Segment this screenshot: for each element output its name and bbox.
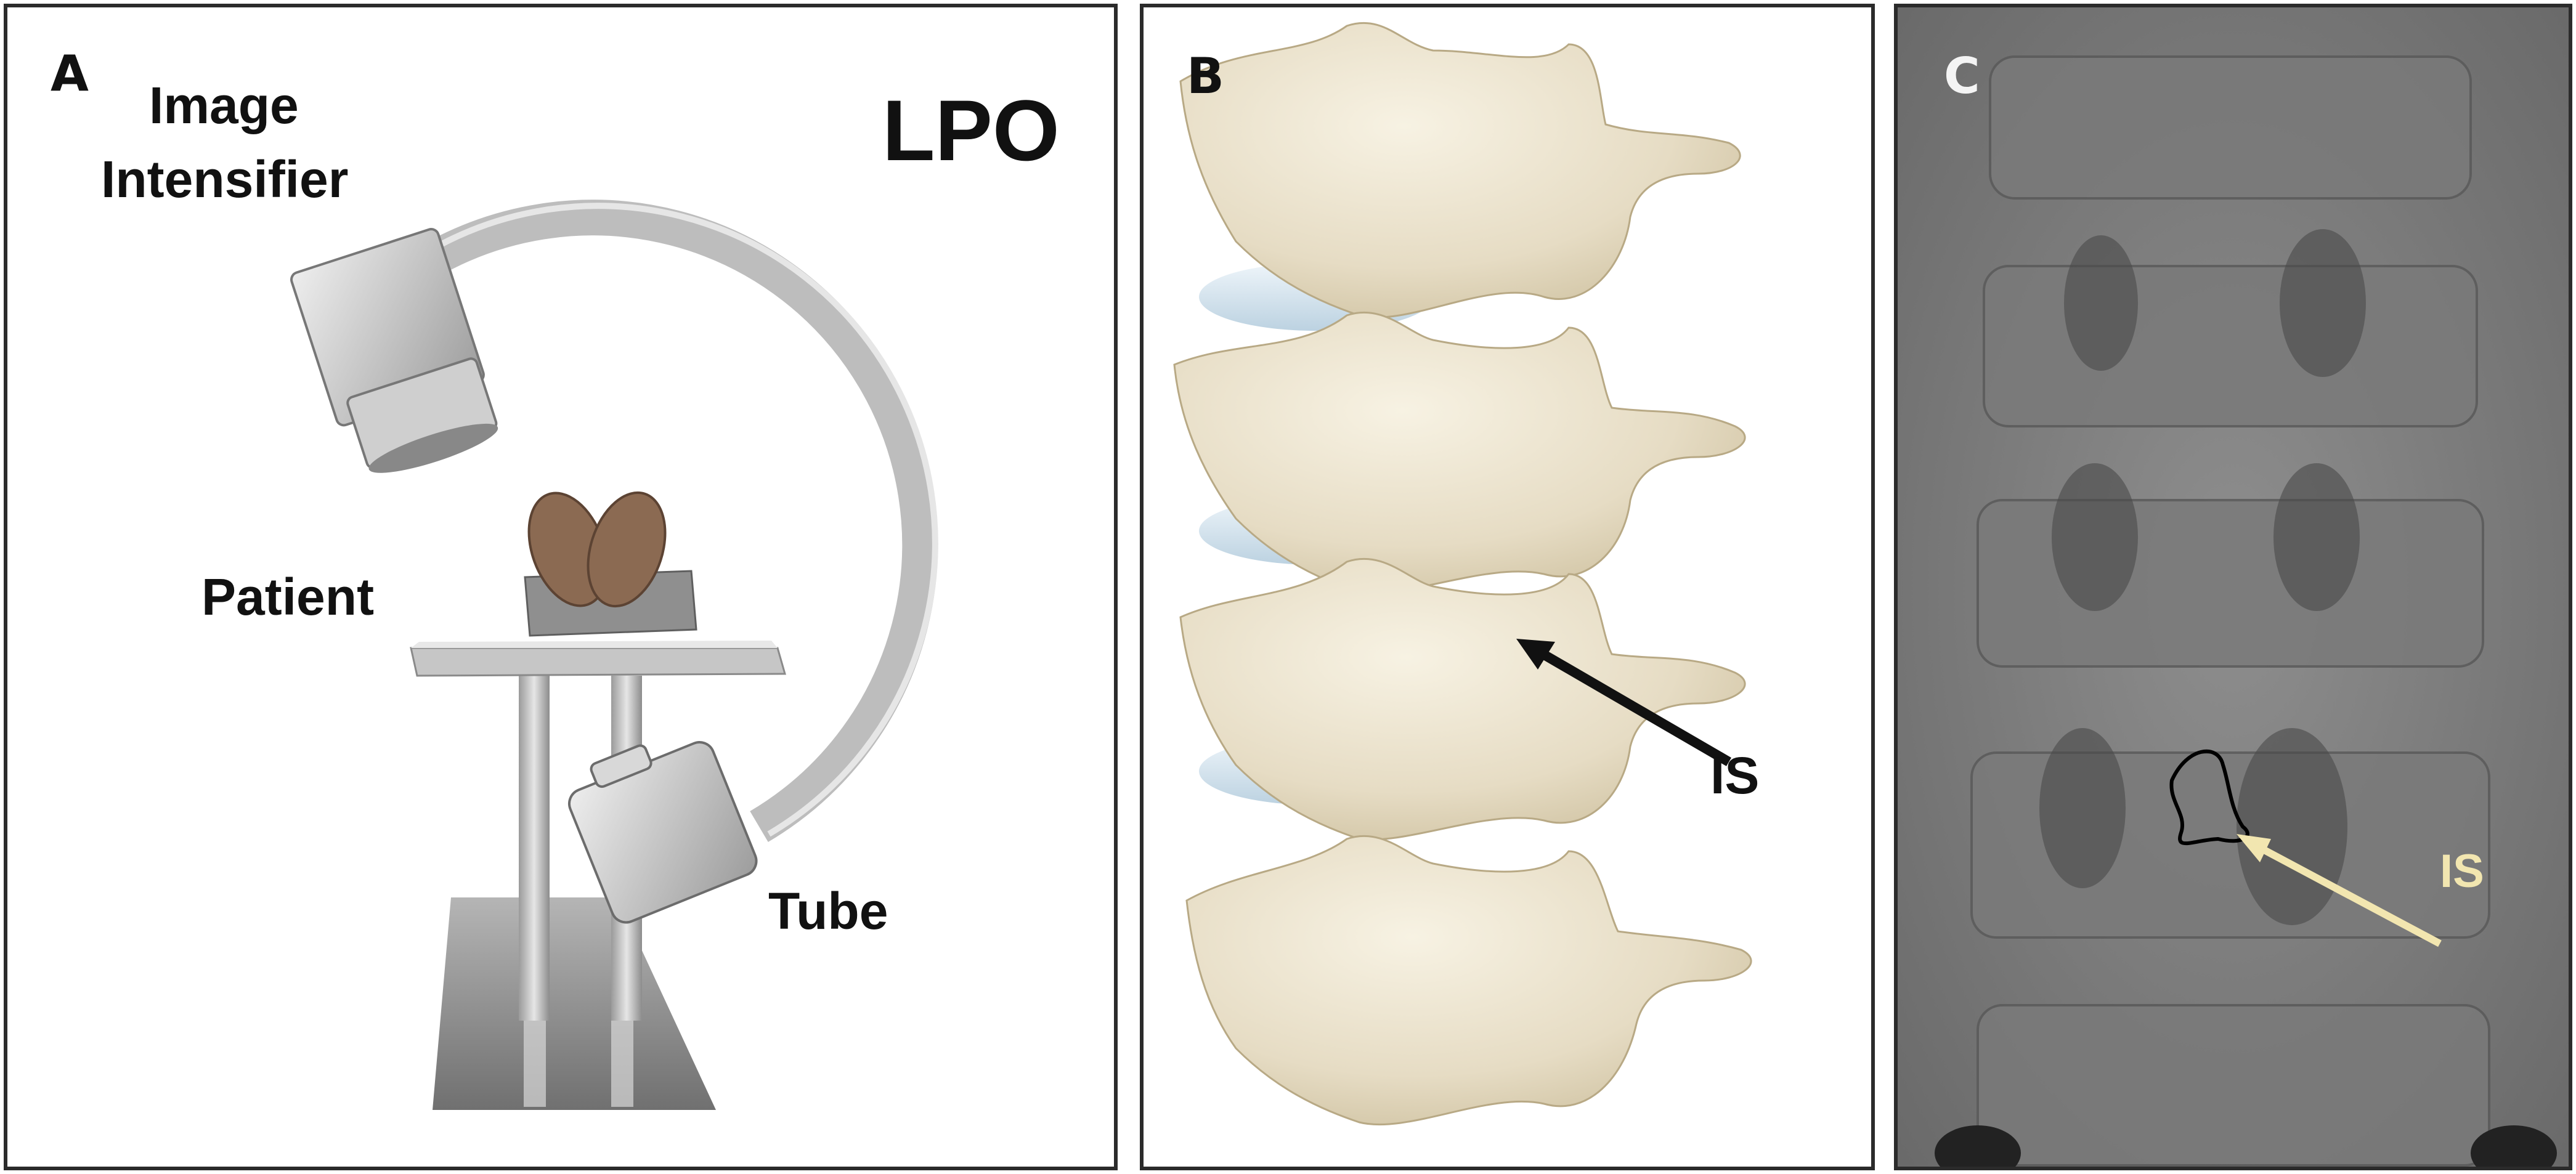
panel-b: B IS bbox=[1140, 4, 1875, 1170]
table-leg bbox=[519, 676, 550, 1021]
patient-feet bbox=[527, 491, 667, 608]
vertebral-body bbox=[1983, 265, 2478, 427]
label-tube: Tube bbox=[768, 882, 888, 940]
panel-a: A LPO Image Intensifier Patient Tube bbox=[4, 4, 1118, 1170]
label-is: IS bbox=[1710, 747, 1760, 804]
panel-letter: C bbox=[1944, 47, 1980, 105]
panel-c: C IS bbox=[1894, 4, 2572, 1170]
label-is: IS bbox=[2440, 845, 2484, 897]
c-arm-ring bbox=[417, 200, 938, 842]
vertebral-body bbox=[1977, 1004, 2490, 1167]
is-arrow bbox=[2253, 841, 2442, 947]
vertebra bbox=[1179, 557, 1746, 841]
stand-base bbox=[433, 897, 716, 1110]
label-image-intensifier-line2: Intensifier bbox=[101, 150, 349, 208]
image-intensifier bbox=[290, 228, 498, 473]
spine-illustration bbox=[1173, 22, 1752, 1126]
projection-title: LPO bbox=[882, 82, 1060, 179]
label-image-intensifier-line1: Image bbox=[149, 76, 299, 134]
label-patient: Patient bbox=[201, 568, 375, 626]
fluoroscopy-image bbox=[1898, 7, 2569, 1167]
vertebral-body bbox=[1989, 55, 2472, 200]
panel-letter: B bbox=[1187, 47, 1224, 105]
vertebra bbox=[1185, 835, 1752, 1126]
is-arrow bbox=[1535, 647, 1732, 766]
vertebra bbox=[1179, 22, 1741, 318]
x-ray-tube bbox=[568, 741, 758, 924]
c-arm-illustration bbox=[290, 200, 938, 1110]
panel-letter: A bbox=[51, 45, 89, 102]
table-top bbox=[410, 647, 786, 677]
